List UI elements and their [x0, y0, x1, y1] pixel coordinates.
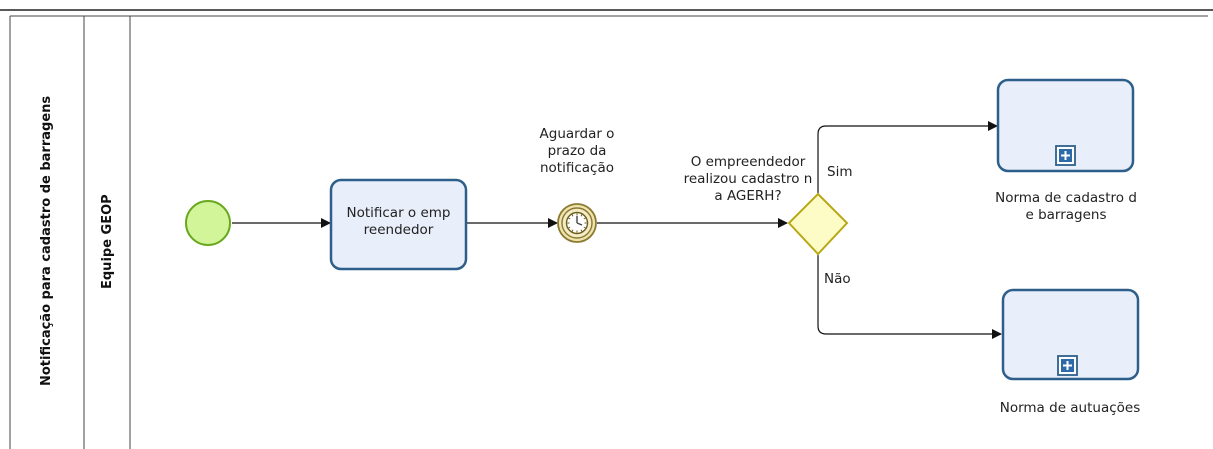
- expand-plus-icon[interactable]: [1055, 145, 1076, 166]
- timer-event-label: Aguardar o prazo da notificação: [539, 126, 615, 176]
- lane-title: Equipe GEOP: [100, 194, 115, 289]
- pool-frame: [0, 9, 1213, 449]
- subprocess-register-label: Norma de cadastro d e barragens: [995, 190, 1137, 223]
- flow-gateway-no: [817, 254, 1002, 339]
- expand-plus-icon[interactable]: [1057, 355, 1078, 376]
- pool-title: Notificação para cadastro de barragens: [39, 95, 54, 386]
- task-notify-entrepreneur[interactable]: [329, 178, 468, 271]
- subprocess-register-dams[interactable]: [996, 78, 1135, 173]
- task-notify-entrepreneur-label: Notificar o emp reendedor: [346, 205, 451, 238]
- timer-event[interactable]: [557, 203, 597, 243]
- exclusive-gateway[interactable]: [787, 192, 849, 256]
- sequence-flows: [232, 121, 1002, 339]
- flow-yes-label: Sim: [827, 164, 853, 180]
- gateway-label: O empreendedor realizou cadastro n a AGE…: [683, 154, 813, 204]
- subprocess-penalties-label: Norma de autuações: [999, 400, 1141, 416]
- flow-no-label: Não: [824, 271, 851, 287]
- subprocess-penalties[interactable]: [1001, 288, 1140, 381]
- flow-gateway-yes: [817, 121, 998, 194]
- start-event[interactable]: [185, 200, 231, 246]
